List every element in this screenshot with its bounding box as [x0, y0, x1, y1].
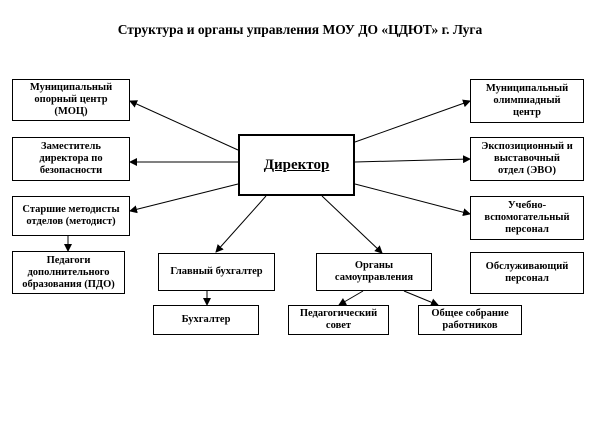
teachers-box: Педагоги дополнительного образования (ПД…	[12, 251, 125, 294]
support-staff-box: Учебно- вспомогательный персонал	[470, 196, 584, 240]
service-staff-box: Обслуживающий персонал	[470, 252, 584, 294]
arrow-to-olympiad	[354, 99, 471, 143]
moc-box: Муниципальный опорный центр (МОЦ)	[12, 79, 130, 121]
arrow-to-moc	[129, 100, 239, 151]
accountant-box: Бухгалтер	[153, 305, 259, 335]
olympiad-center-box: Муниципальный олимпиадный центр	[470, 79, 584, 123]
chief-accountant-box: Главный бухгалтер	[158, 253, 275, 291]
diagram-title: Структура и органы управления МОУ ДО «ЦД…	[117, 22, 483, 37]
deputy-director-box: Заместитель директора по безопасности	[12, 137, 130, 181]
arrow-to-expo	[354, 155, 471, 164]
general-meeting-box: Общее собрание работников	[418, 305, 522, 335]
arrow-to-ped-council	[338, 290, 364, 306]
arrow-to-methodists	[129, 183, 239, 214]
arrow-to-support	[354, 183, 471, 217]
arrow-to-general-meeting	[403, 290, 439, 307]
director-box: Директор	[238, 134, 355, 196]
arrow-to-chief-accountant	[215, 195, 267, 253]
senior-methodists-box: Старшие методисты отделов (методист)	[12, 196, 130, 236]
exposition-department-box: Экспозиционный и выставочный отдел (ЭВО)	[470, 137, 584, 181]
self-government-box: Органы самоуправления	[316, 253, 432, 291]
arrow-to-self-gov	[321, 195, 383, 254]
pedagogical-council-box: Педагогический совет	[288, 305, 389, 335]
